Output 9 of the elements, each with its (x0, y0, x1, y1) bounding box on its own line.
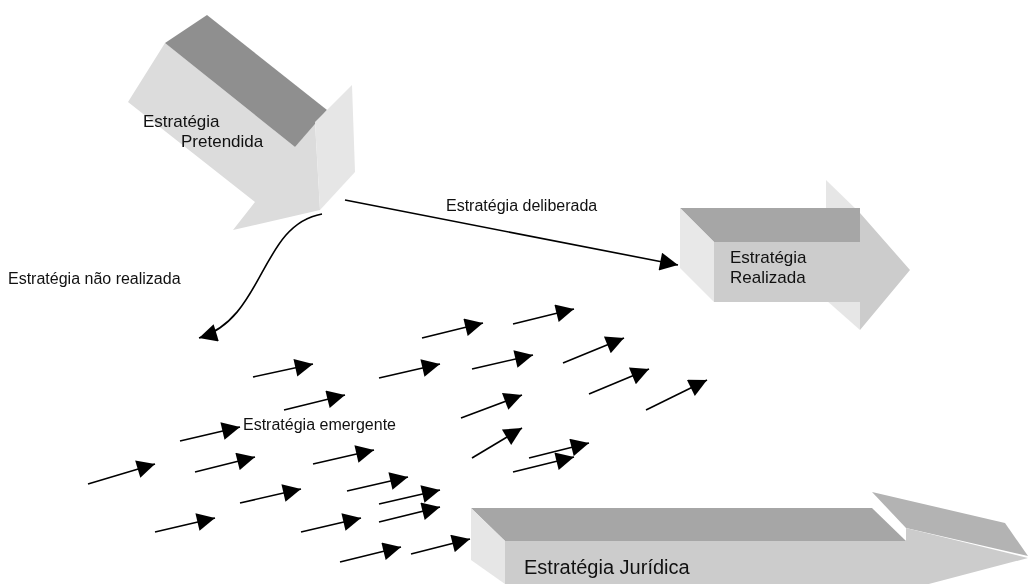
text-label: Estratégia emergente (242, 416, 397, 434)
edge-label: Estratégia não realizada (6, 270, 183, 288)
node-label: Estratégia Pretendida (143, 112, 265, 152)
node-label: Estratégia Jurídica (524, 556, 691, 579)
arrow (344, 199, 679, 271)
arrow (198, 213, 323, 340)
node-label: Estratégia Realizada (730, 248, 808, 288)
edge-label: Estratégia deliberada (444, 197, 600, 215)
arrow (410, 534, 471, 555)
